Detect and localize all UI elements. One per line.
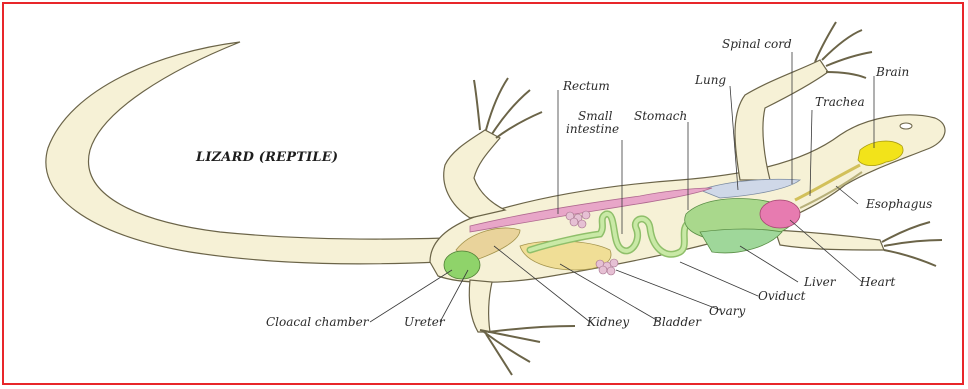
- liver-shape: [700, 229, 782, 253]
- label-liver: Liver: [804, 276, 835, 289]
- label-kidney: Kidney: [587, 316, 629, 329]
- label-spinal-cord: Spinal cord: [722, 38, 792, 51]
- label-stomach: Stomach: [634, 110, 687, 123]
- label-lung: Lung: [695, 74, 726, 87]
- cloacal-chamber-shape: [444, 251, 480, 279]
- label-bladder: Bladder: [653, 316, 701, 329]
- label-cloacal-chamber: Cloacal chamber: [266, 316, 368, 329]
- diagram-title: LIZARD (REPTILE): [196, 150, 338, 165]
- lizard-hind-upper-foot: [474, 78, 542, 138]
- label-brain: Brain: [876, 66, 909, 79]
- lizard-hind-lower-limb: [469, 280, 492, 332]
- lizard-front-lower-foot: [882, 222, 942, 266]
- label-small-intestine-line2: intestine: [566, 123, 619, 136]
- label-rectum: Rectum: [563, 80, 610, 93]
- label-oviduct: Oviduct: [758, 290, 805, 303]
- eye-shape: [900, 123, 912, 129]
- lizard-hind-lower-foot: [480, 326, 575, 375]
- label-trachea: Trachea: [815, 96, 865, 109]
- label-heart: Heart: [860, 276, 895, 289]
- label-ovary: Ovary: [709, 305, 745, 318]
- label-ureter: Ureter: [404, 316, 445, 329]
- lizard-hind-upper-limb: [444, 130, 505, 218]
- label-esophagus: Esophagus: [866, 198, 932, 211]
- lizard-front-lower-limb: [775, 230, 884, 250]
